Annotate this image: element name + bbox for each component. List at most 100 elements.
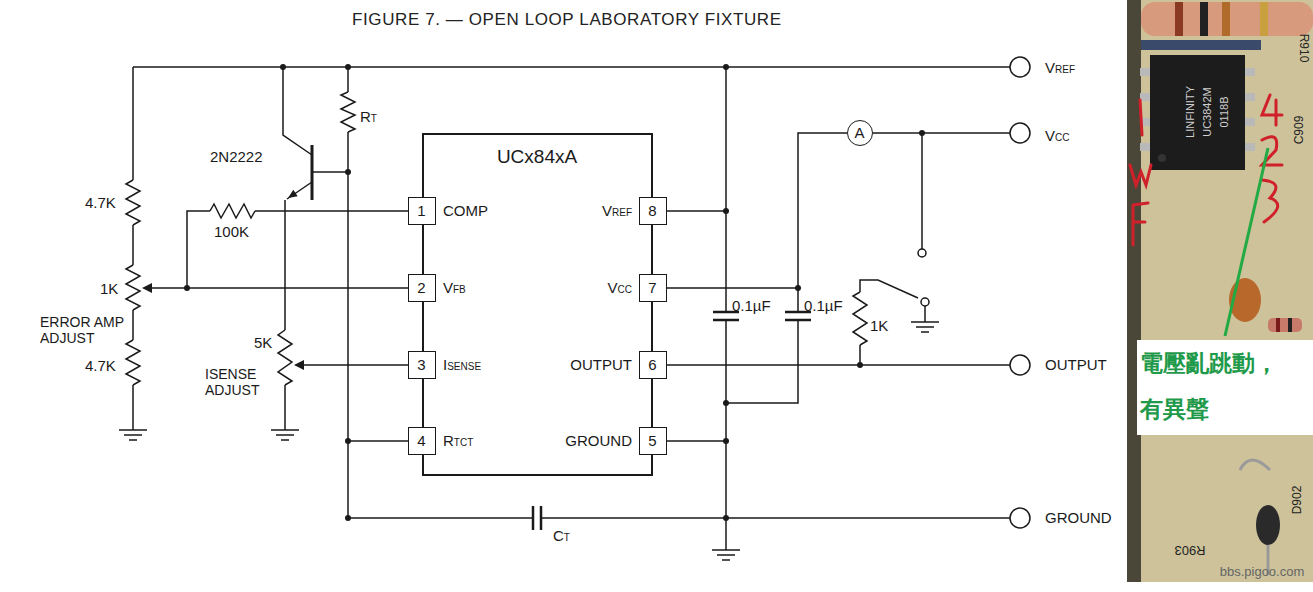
wires	[341, 92, 355, 132]
pin-number: 2	[417, 279, 425, 296]
pin-box: 2	[408, 274, 436, 302]
figure-title: FIGURE 7. — OPEN LOOP LABORATORY FIXTURE	[352, 10, 782, 30]
wire-connector	[667, 133, 847, 288]
terminal-circle	[1010, 508, 1030, 528]
part-value: 4.7K	[85, 357, 116, 374]
wires	[152, 211, 408, 288]
junction-dot	[723, 64, 729, 70]
wires	[312, 171, 348, 173]
pin-name: RTCT	[443, 432, 473, 449]
wires	[126, 180, 140, 225]
pin-number: 3	[417, 356, 425, 373]
photo	[1200, 2, 1208, 36]
photo	[1133, 203, 1148, 245]
part-value: 5K	[254, 334, 272, 351]
wires	[304, 364, 408, 366]
wires	[126, 340, 140, 385]
photo	[1276, 318, 1280, 332]
pcb-marking: R910	[1296, 34, 1310, 63]
part-value: 0.1µF	[804, 297, 843, 314]
part-value: 0.1µF	[732, 297, 771, 314]
annotation-text: 電壓亂跳動，有異聲	[1140, 340, 1290, 432]
pin-box: 3	[408, 351, 436, 379]
ic-package: UCx84xACOMPVFBISENSERTCTVREFVCCOUTPUTGRO…	[422, 133, 653, 476]
ground-symbol	[712, 550, 740, 560]
pin-number: 1	[417, 202, 425, 219]
junction-dot	[280, 64, 286, 70]
photo	[1141, 40, 1261, 50]
pin-number: 7	[648, 279, 656, 296]
wiper-arrow	[142, 283, 304, 370]
junction-dot	[345, 169, 351, 175]
part-value: 1K	[100, 280, 118, 297]
wires	[278, 330, 292, 385]
chip-marking: 0118B	[1218, 97, 1231, 128]
ground-symbol	[119, 430, 147, 440]
pin-number: 8	[648, 202, 656, 219]
photo	[1268, 318, 1302, 332]
photo	[1222, 2, 1230, 36]
capacitor-symbol	[533, 506, 541, 530]
junction-dot	[723, 208, 729, 214]
pin-box: 5	[639, 427, 667, 455]
transistor-symbol	[311, 145, 314, 200]
junction-dot	[723, 515, 729, 521]
terminal-circle	[1010, 123, 1030, 143]
wires	[283, 67, 312, 155]
wires	[126, 265, 140, 310]
pcb-marking: R903	[1174, 543, 1205, 558]
terminal-circle	[918, 249, 926, 257]
junction-dot	[723, 400, 729, 406]
wiper-arrow	[142, 283, 152, 293]
junction-dot	[184, 64, 925, 521]
wires	[348, 517, 1010, 519]
junction-dot	[345, 515, 351, 521]
wires	[924, 306, 926, 322]
photo	[1158, 154, 1166, 162]
terminal-label: VCC	[1045, 127, 1069, 144]
terminal-label: OUTPUT	[1045, 356, 1107, 373]
transistor-symbol	[288, 145, 312, 200]
photo	[1260, 2, 1268, 36]
ammeter-circle: A	[847, 120, 873, 146]
photo	[1130, 165, 1151, 185]
junction-dot	[184, 285, 190, 291]
junction-dot	[857, 362, 863, 368]
wires	[285, 182, 312, 430]
pin-name: ISENSE	[443, 356, 481, 373]
pin-name: OUTPUT	[570, 356, 632, 373]
pin-box: 1	[408, 197, 436, 225]
pin-number: 6	[648, 356, 656, 373]
photo	[1140, 100, 1142, 135]
part-value: 4.7K	[85, 194, 116, 211]
wires	[666, 67, 726, 550]
photo	[1150, 55, 1245, 170]
terminal-circle	[1010, 355, 1030, 375]
photo	[1288, 318, 1292, 332]
photo	[1256, 505, 1280, 545]
junction-dot	[919, 130, 925, 136]
photo	[1141, 2, 1313, 36]
terminal-label: VREF	[1045, 59, 1075, 76]
wires	[853, 292, 867, 345]
photo	[1262, 95, 1282, 125]
ground-symbol	[911, 322, 939, 332]
photo	[1240, 460, 1270, 470]
adjust-label: ERROR AMP ADJUST	[40, 314, 124, 346]
photo	[1262, 180, 1278, 222]
terminal-circle	[918, 57, 1030, 528]
photo	[1127, 582, 1313, 592]
adjust-label: ISENSE ADJUST	[205, 366, 271, 398]
transistor-symbol	[288, 190, 298, 198]
wires	[873, 133, 1010, 249]
part-name: RT	[360, 108, 377, 125]
ammeter-symbol: A	[854, 124, 864, 141]
pin-box: 8	[639, 197, 667, 225]
junction-dot	[723, 438, 729, 444]
pin-number: 4	[417, 432, 425, 449]
photo	[1127, 0, 1141, 582]
part-name: 2N2222	[210, 148, 263, 165]
photo	[1225, 148, 1268, 336]
wires	[132, 67, 134, 430]
